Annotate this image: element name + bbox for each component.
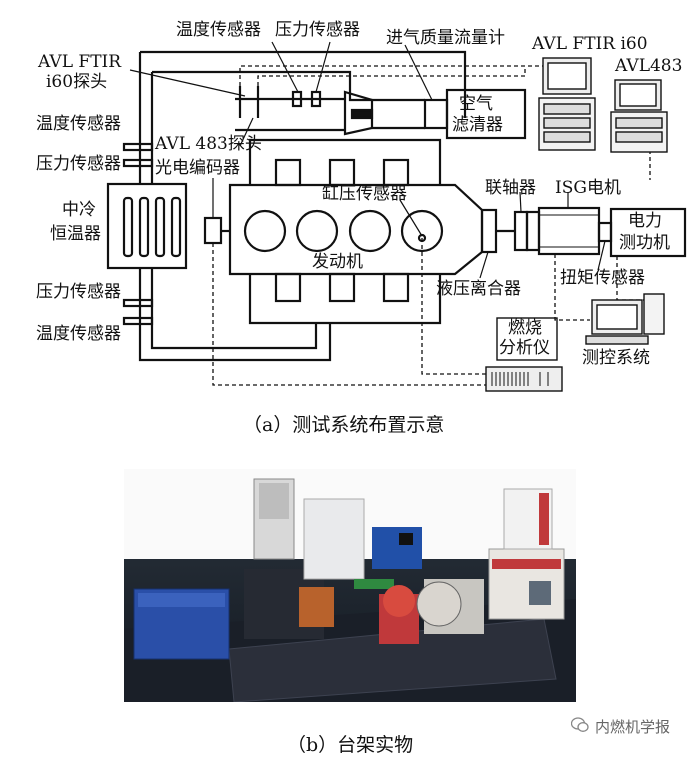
label-photoelectric-encoder: 光电编码器 [155,158,240,178]
caption-a: （a）测试系统布置示意 [243,414,445,436]
label-avl483: AVL483 [615,56,683,76]
test-bench-photo [124,469,576,702]
combustion-analyzer-label-box [496,317,558,361]
combustion-analyzer-device [485,366,563,392]
hydraulic-clutch [480,208,498,254]
label-intercooler-2: 恒温器 [50,224,101,244]
air-filter [445,88,527,140]
label-temp-sensor-left-lower: 温度传感器 [36,324,121,344]
compressor [343,90,374,136]
label-electric-dyno-1: 电力 [628,211,662,231]
caption-b: （b）台架实物 [287,734,414,756]
intake-pipe [140,50,467,118]
label-control-system: 测控系统 [582,348,650,368]
label-electric-dyno-2: 测功机 [619,233,670,253]
label-cylinder-pressure-sensor: 缸压传感器 [322,184,407,204]
label-coupling: 联轴器 [485,178,536,198]
avl-ftir-i60-cabinet [538,57,596,151]
label-air-filter-1: 空气 [459,94,493,114]
label-temp-sensor-top: 温度传感器 [176,20,261,40]
label-hydraulic-clutch: 液压离合器 [436,279,521,299]
photoelectric-encoder [203,216,223,245]
electric-dynamometer [609,207,687,258]
label-avl-ftir-i60: AVL FTIR i60 [532,34,648,54]
charge-air-pipe-lower [138,268,332,362]
label-pressure-sensor-left-upper: 压力传感器 [36,154,121,174]
label-combustion-analyzer-2: 分析仪 [499,338,550,358]
turbo-core [350,108,374,120]
watermark-text: 内燃机学报 [594,718,670,736]
label-avl-ftir-probe-2: i60探头 [46,72,108,92]
wechat-icon [570,716,589,737]
label-avl483-probe: AVL 483探头 [155,134,262,154]
label-combustion-analyzer-1: 燃烧 [508,318,542,338]
label-air-filter-2: 滤清器 [452,115,503,135]
label-pressure-sensor-left-lower: 压力传感器 [36,282,121,302]
flow-meter-body [423,98,449,130]
label-torque-sensor: 扭矩传感器 [560,268,645,288]
intercooler [106,182,188,270]
label-intake-mass-flow-meter: 进气质量流量计 [386,28,505,48]
label-intercooler-1: 中冷 [62,200,96,220]
label-temp-sensor-left-upper: 温度传感器 [36,114,121,134]
label-pressure-sensor-top: 压力传感器 [275,20,360,40]
intake-pipe-inner [152,70,372,102]
label-avl-ftir-probe-1: AVL FTIR [38,52,122,72]
label-engine: 发动机 [312,252,363,272]
test-system-schematic [106,41,687,392]
control-computer [585,293,665,345]
label-isg-motor: ISG电机 [555,178,621,198]
coupling [513,210,529,252]
avl483-device [610,79,668,153]
watermark: 内燃机学报 [570,716,670,737]
